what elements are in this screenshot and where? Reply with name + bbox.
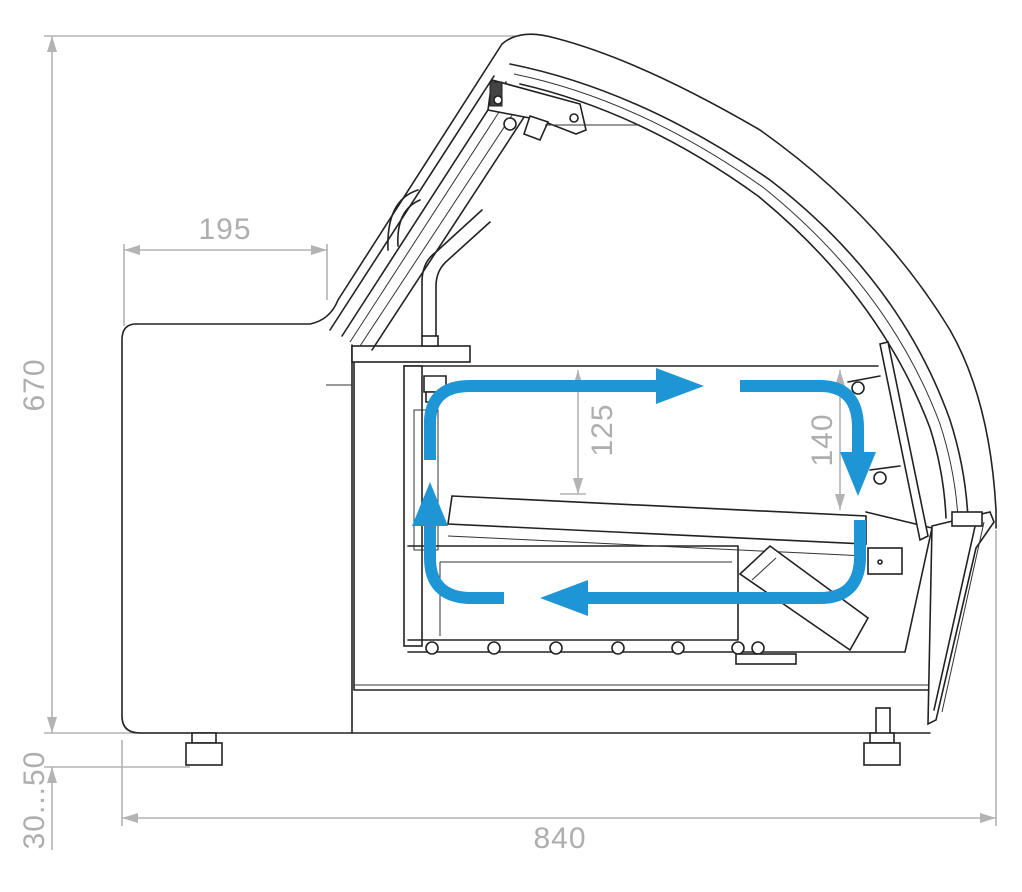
dim-front-shelf-clearance: 140 xyxy=(806,413,839,466)
airflow-right-arrowhead xyxy=(840,452,876,496)
airflow-circulation xyxy=(412,368,876,616)
dim-feet-height: 30...50 xyxy=(18,751,51,850)
airflow-right-run xyxy=(740,380,864,452)
airflow-bottom-run xyxy=(584,520,866,604)
dim-rear-top-depth: 195 xyxy=(198,213,251,246)
dim-overall-depth: 840 xyxy=(533,822,586,855)
dim-upper-shelf-clearance: 125 xyxy=(586,403,619,456)
adjustable-feet xyxy=(185,707,901,766)
display-tub xyxy=(403,341,995,726)
dim-overall-height: 670 xyxy=(18,358,51,411)
airflow-bottom-arrowhead xyxy=(540,580,588,616)
dimension-lines xyxy=(44,35,997,850)
glass-canopy xyxy=(329,63,969,521)
airflow-top-arrowhead xyxy=(656,368,704,404)
airflow-left-arrowhead xyxy=(412,482,448,526)
airflow-left-run xyxy=(424,522,504,604)
airflow-top-run xyxy=(424,380,660,460)
